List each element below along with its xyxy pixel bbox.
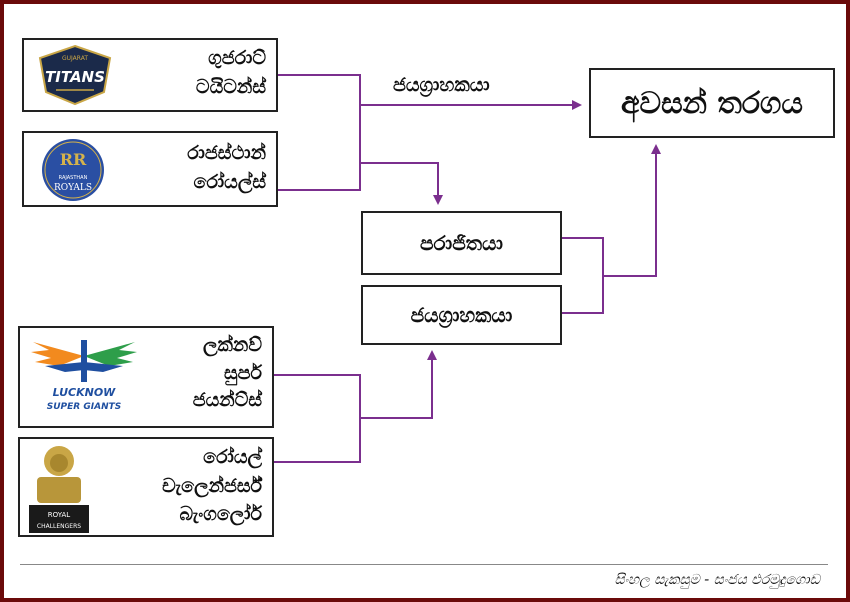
team-box-lucknow-super-giants: LUCKNOW SUPER GIANTS ලක්නව් සුපර් ජයන්ට්… — [18, 326, 274, 428]
winner-box: ජයග්‍රාහකයා — [361, 285, 562, 345]
team-box-royal-challengers-bangalore: ROYAL CHALLENGERS රෝයල් චැලෙන්ජර්ස් බැංග… — [18, 437, 274, 537]
rcb-lion-icon: ROYAL CHALLENGERS — [22, 441, 96, 535]
svg-text:RR: RR — [60, 150, 87, 169]
logo-text: ROYALS — [54, 183, 92, 193]
connector-bottom-to-winner — [360, 350, 437, 419]
titans-shield-icon: GUJARAT TITANS — [32, 44, 118, 106]
connector-top-to-loser — [360, 162, 443, 205]
connector-stage-pair — [562, 237, 604, 314]
logo-subtext: SUPER GIANTS — [47, 402, 121, 412]
connector-top-pair — [278, 74, 361, 191]
connector-stage-to-final — [603, 144, 661, 277]
team-name: රෝයල් චැලෙන්ජර්ස් බැංගලෝර් — [162, 446, 262, 525]
final-box: අවසන් තරගය — [589, 68, 835, 138]
logo-text: ROYAL — [48, 511, 71, 519]
logo-subtext: CHALLENGERS — [37, 523, 81, 530]
logo-subtext: GUJARAT — [62, 55, 88, 62]
team-name: ලක්නව් සුපර් ජයන්ට්ස් — [192, 334, 262, 412]
logo-text: LUCKNOW — [53, 386, 116, 399]
credit-text: සිංහල සැකසුම - සංජය එරමුදුගොඩ — [614, 572, 820, 588]
logo-subtext: RAJASTHAN — [59, 175, 88, 181]
connector-bottom-pair — [274, 374, 361, 463]
team-box-rajasthan-royals: RR RAJASTHAN ROYALS රාජස්ථාන් රෝයල්ස් — [22, 131, 278, 207]
team-name: ගුජරාට් ටයිටන්ස් — [195, 47, 266, 99]
lsg-wings-icon: LUCKNOW SUPER GIANTS — [24, 336, 144, 422]
royals-crest-icon: RR RAJASTHAN ROYALS — [32, 137, 114, 203]
loser-box: පරාජිතයා — [361, 211, 562, 275]
winner-to-final-label: ජයග්‍රාහකයා — [393, 74, 490, 96]
footer-divider — [20, 564, 828, 565]
team-name: රාජස්ථාන් රෝයල්ස් — [187, 142, 266, 194]
team-box-gujarat-titans: GUJARAT TITANS ගුජරාට් ටයිටන්ස් — [22, 38, 278, 112]
logo-text: TITANS — [45, 68, 105, 86]
